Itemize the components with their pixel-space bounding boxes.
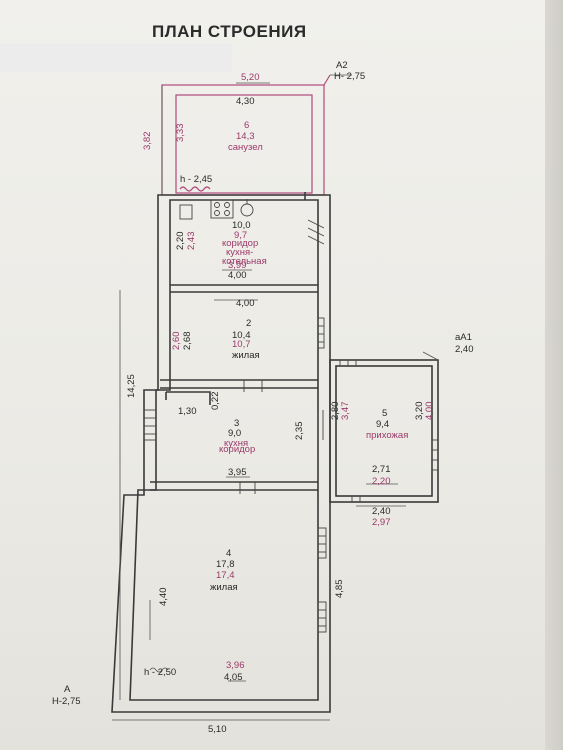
window-r10 (307, 219, 325, 245)
sink-icon (240, 199, 254, 217)
window-r4-bottom (317, 601, 327, 633)
window-r3-right (317, 410, 324, 440)
page-title: ПЛАН СТРОЕНИЯ (152, 22, 307, 41)
room2-name: жилая (232, 350, 260, 361)
entrance-annex (329, 351, 439, 507)
room4-right: 4,85 (334, 580, 345, 599)
room5-bottom2: 2,97 (372, 517, 391, 528)
room4-width2: 4,05 (224, 672, 243, 683)
window-r4-top (317, 527, 327, 559)
dim-left-total: 14,25 (126, 374, 137, 398)
room5-name: прихожая (366, 430, 408, 441)
room4-height: 4,40 (158, 588, 169, 607)
room10-area: 9,7 (234, 230, 247, 241)
dim-left-upper-outer: 3,82 (142, 132, 153, 151)
window-r3-left (143, 409, 157, 441)
height-upper: h - 2,45 (180, 174, 212, 185)
room5-width1: 2,71 (372, 464, 391, 475)
room2-area: 10,4 (232, 330, 251, 341)
room4-number: 4 (226, 548, 231, 559)
room3-number: 3 (234, 418, 239, 429)
dimension-lines (112, 269, 330, 721)
room3-width: 3,95 (228, 467, 247, 478)
room2-number: 2 (246, 318, 251, 329)
room3-small-dim: 1,30 (178, 406, 197, 417)
windows (143, 219, 327, 633)
ref-a1-height: 2,40 (455, 344, 474, 355)
room5-height1: 2,80 (330, 402, 341, 421)
ref-a: А (64, 684, 71, 695)
dim-top-inner: 4,30 (236, 96, 255, 107)
room6-number: 6 (244, 120, 249, 131)
room5-bottom1: 2,40 (372, 506, 391, 517)
room4-area2: 17,4 (216, 570, 235, 581)
ref-a2-height: Н- 2,75 (334, 71, 365, 82)
room10-name: коридор (222, 238, 258, 249)
dim-top-outer: 5,20 (241, 72, 260, 83)
room3-height: 2,35 (294, 422, 305, 441)
stove-icon (210, 199, 234, 219)
room6-area: 14,3 (236, 131, 255, 142)
ref-a2: А2 (336, 60, 348, 71)
room5-area: 9,4 (376, 419, 389, 430)
room5-number: 5 (382, 408, 387, 419)
room5-height2: 3,47 (340, 402, 351, 421)
room2-height1: 2,60 (171, 332, 182, 351)
room2-area2: 10,7 (232, 339, 251, 350)
room10-width2: 4,00 (228, 270, 247, 281)
room2-width: 4,00 (236, 298, 255, 309)
partitions (150, 284, 318, 494)
room10-height2: 2,43 (186, 232, 197, 251)
ref-a1: аА1 (455, 332, 472, 343)
room5-right2: 4,00 (424, 402, 435, 421)
room2-height2: 2,68 (182, 332, 193, 351)
dim-bottom-total: 5,10 (208, 724, 227, 735)
room10-width: 3,99 (228, 260, 247, 271)
redaction-block (0, 44, 232, 72)
room5-right1: 3,20 (414, 402, 425, 421)
dim-left-upper-inner: 3,33 (175, 124, 186, 143)
ref-a-height: Н-2,75 (52, 696, 81, 707)
height-lower: h - 2,50 (144, 667, 176, 678)
room3-name2: коридор (219, 444, 255, 455)
room3-area: 9,0 (228, 428, 241, 439)
window-r2 (317, 317, 325, 349)
room5-width2: 2,20 (372, 476, 391, 487)
room10-name2: кухня- (226, 247, 253, 258)
room10-name3: котельная (222, 256, 267, 267)
room4-area: 17,8 (216, 559, 235, 570)
room4-name: жилая (210, 582, 238, 593)
room4-width1: 3,96 (226, 660, 245, 671)
paper-edge (545, 0, 563, 750)
boiler-icon (179, 204, 193, 220)
room6-name: санузел (228, 142, 263, 153)
annex-outline (161, 74, 352, 196)
room10-number: 10,0 (232, 220, 251, 231)
room3-name: кухня (224, 438, 248, 449)
room10-height1: 2,20 (175, 232, 186, 251)
room3-small-dim2: 0,22 (210, 392, 221, 411)
